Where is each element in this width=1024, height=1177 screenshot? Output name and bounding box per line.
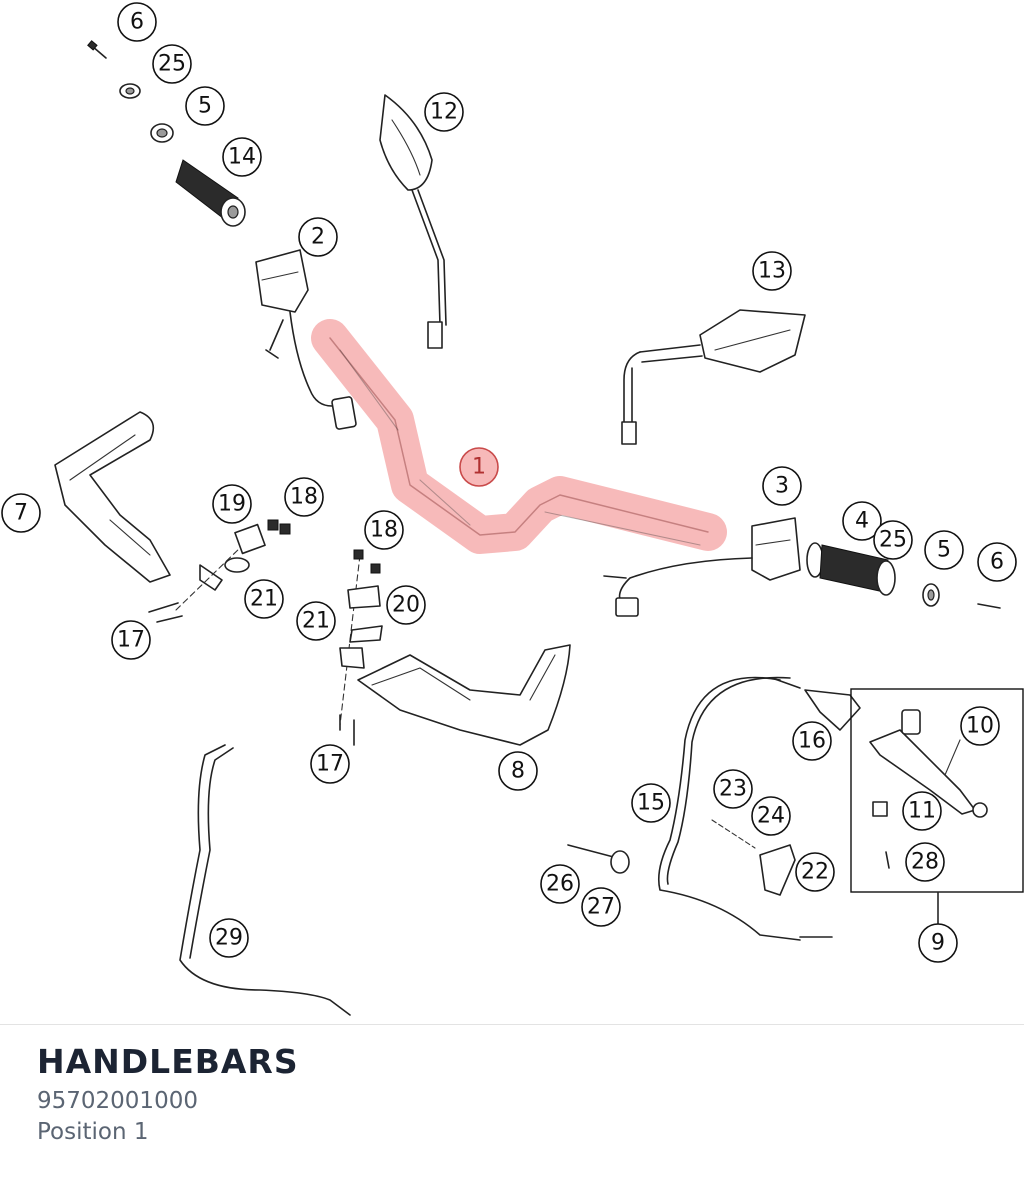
leader-lines bbox=[937, 739, 961, 931]
svg-text:9: 9 bbox=[931, 931, 945, 956]
svg-text:4: 4 bbox=[855, 509, 869, 534]
callout-8[interactable]: 8 bbox=[498, 751, 538, 791]
callout-14[interactable]: 14 bbox=[222, 137, 262, 177]
left-mirror bbox=[379, 94, 447, 349]
left-grip-assembly bbox=[87, 40, 246, 227]
footer-divider bbox=[0, 1024, 1024, 1025]
right-handguard bbox=[357, 644, 571, 746]
left-switch bbox=[255, 249, 357, 430]
svg-text:5: 5 bbox=[198, 94, 212, 119]
callout-17-right[interactable]: 17 bbox=[310, 744, 350, 784]
clutch-assembly bbox=[567, 676, 1024, 941]
callout-18-left[interactable]: 18 bbox=[284, 477, 324, 517]
page-title: HANDLEBARS bbox=[37, 1042, 299, 1081]
svg-text:15: 15 bbox=[637, 791, 665, 816]
right-mirror bbox=[621, 309, 806, 445]
callout-19[interactable]: 19 bbox=[212, 484, 252, 524]
svg-text:19: 19 bbox=[218, 492, 246, 517]
svg-text:8: 8 bbox=[511, 759, 525, 784]
callout-26[interactable]: 26 bbox=[540, 864, 580, 904]
svg-text:5: 5 bbox=[937, 538, 951, 563]
svg-text:22: 22 bbox=[801, 860, 829, 885]
part-number: 95702001000 bbox=[37, 1088, 198, 1114]
svg-text:27: 27 bbox=[587, 895, 615, 920]
position-label: Position 1 bbox=[37, 1119, 149, 1145]
callout-9[interactable]: 9 bbox=[918, 923, 958, 963]
svg-text:17: 17 bbox=[316, 752, 344, 777]
svg-text:16: 16 bbox=[798, 729, 826, 754]
svg-text:23: 23 bbox=[719, 777, 747, 802]
callout-29[interactable]: 29 bbox=[209, 918, 249, 958]
callout-7[interactable]: 7 bbox=[1, 493, 41, 533]
callout-23[interactable]: 23 bbox=[713, 769, 753, 809]
callout-6-left[interactable]: 6 bbox=[117, 2, 157, 42]
svg-text:24: 24 bbox=[757, 804, 785, 829]
svg-text:17: 17 bbox=[117, 628, 145, 653]
callout-28[interactable]: 28 bbox=[905, 842, 945, 882]
exploded-parts-diagram: 1 2 3 4 5 5 6 6 7 8 9 10 11 12 13 14 15 … bbox=[1, 2, 1024, 1016]
svg-text:25: 25 bbox=[158, 52, 186, 77]
svg-text:7: 7 bbox=[14, 501, 28, 526]
mounting-hardware bbox=[148, 519, 383, 746]
callout-5-left[interactable]: 5 bbox=[185, 86, 225, 126]
callout-2[interactable]: 2 bbox=[298, 217, 338, 257]
callout-25-left[interactable]: 25 bbox=[152, 44, 192, 84]
callout-11[interactable]: 11 bbox=[902, 791, 942, 831]
svg-text:2: 2 bbox=[311, 225, 325, 250]
callout-1[interactable]: 1 bbox=[459, 447, 499, 487]
callout-10[interactable]: 10 bbox=[960, 706, 1000, 746]
callout-24[interactable]: 24 bbox=[751, 796, 791, 836]
callout-27[interactable]: 27 bbox=[581, 887, 621, 927]
callout-22[interactable]: 22 bbox=[795, 852, 835, 892]
svg-text:13: 13 bbox=[758, 259, 786, 284]
callout-15[interactable]: 15 bbox=[631, 783, 671, 823]
svg-text:11: 11 bbox=[908, 799, 936, 824]
svg-text:6: 6 bbox=[990, 550, 1004, 575]
callout-21-left[interactable]: 21 bbox=[244, 579, 284, 619]
svg-text:10: 10 bbox=[966, 714, 994, 739]
svg-text:26: 26 bbox=[546, 872, 574, 897]
svg-text:1: 1 bbox=[472, 455, 486, 480]
svg-text:3: 3 bbox=[775, 474, 789, 499]
svg-text:6: 6 bbox=[130, 10, 144, 35]
callout-18-right[interactable]: 18 bbox=[364, 510, 404, 550]
callout-17-left[interactable]: 17 bbox=[111, 620, 151, 660]
handlebar-part[interactable] bbox=[311, 319, 727, 554]
svg-text:18: 18 bbox=[370, 518, 398, 543]
callout-20[interactable]: 20 bbox=[386, 585, 426, 625]
svg-text:12: 12 bbox=[430, 100, 458, 125]
svg-text:21: 21 bbox=[302, 609, 330, 634]
callout-12[interactable]: 12 bbox=[424, 92, 464, 132]
callout-16[interactable]: 16 bbox=[792, 721, 832, 761]
svg-text:28: 28 bbox=[911, 850, 939, 875]
callout-5-right[interactable]: 5 bbox=[924, 530, 964, 570]
callout-25-right[interactable]: 25 bbox=[873, 520, 913, 560]
left-handguard bbox=[54, 411, 223, 591]
svg-text:14: 14 bbox=[228, 145, 256, 170]
svg-text:29: 29 bbox=[215, 926, 243, 951]
svg-text:21: 21 bbox=[250, 587, 278, 612]
cable-29 bbox=[179, 744, 351, 1016]
right-grip-assembly bbox=[806, 542, 1001, 609]
svg-text:25: 25 bbox=[879, 528, 907, 553]
callout-4[interactable]: 4 bbox=[842, 501, 882, 541]
callout-13[interactable]: 13 bbox=[752, 251, 792, 291]
svg-text:20: 20 bbox=[392, 593, 420, 618]
svg-text:18: 18 bbox=[290, 485, 318, 510]
callout-3[interactable]: 3 bbox=[762, 466, 802, 506]
callout-21-right[interactable]: 21 bbox=[296, 601, 336, 641]
right-switch bbox=[603, 517, 801, 617]
callout-6-right[interactable]: 6 bbox=[977, 542, 1017, 582]
